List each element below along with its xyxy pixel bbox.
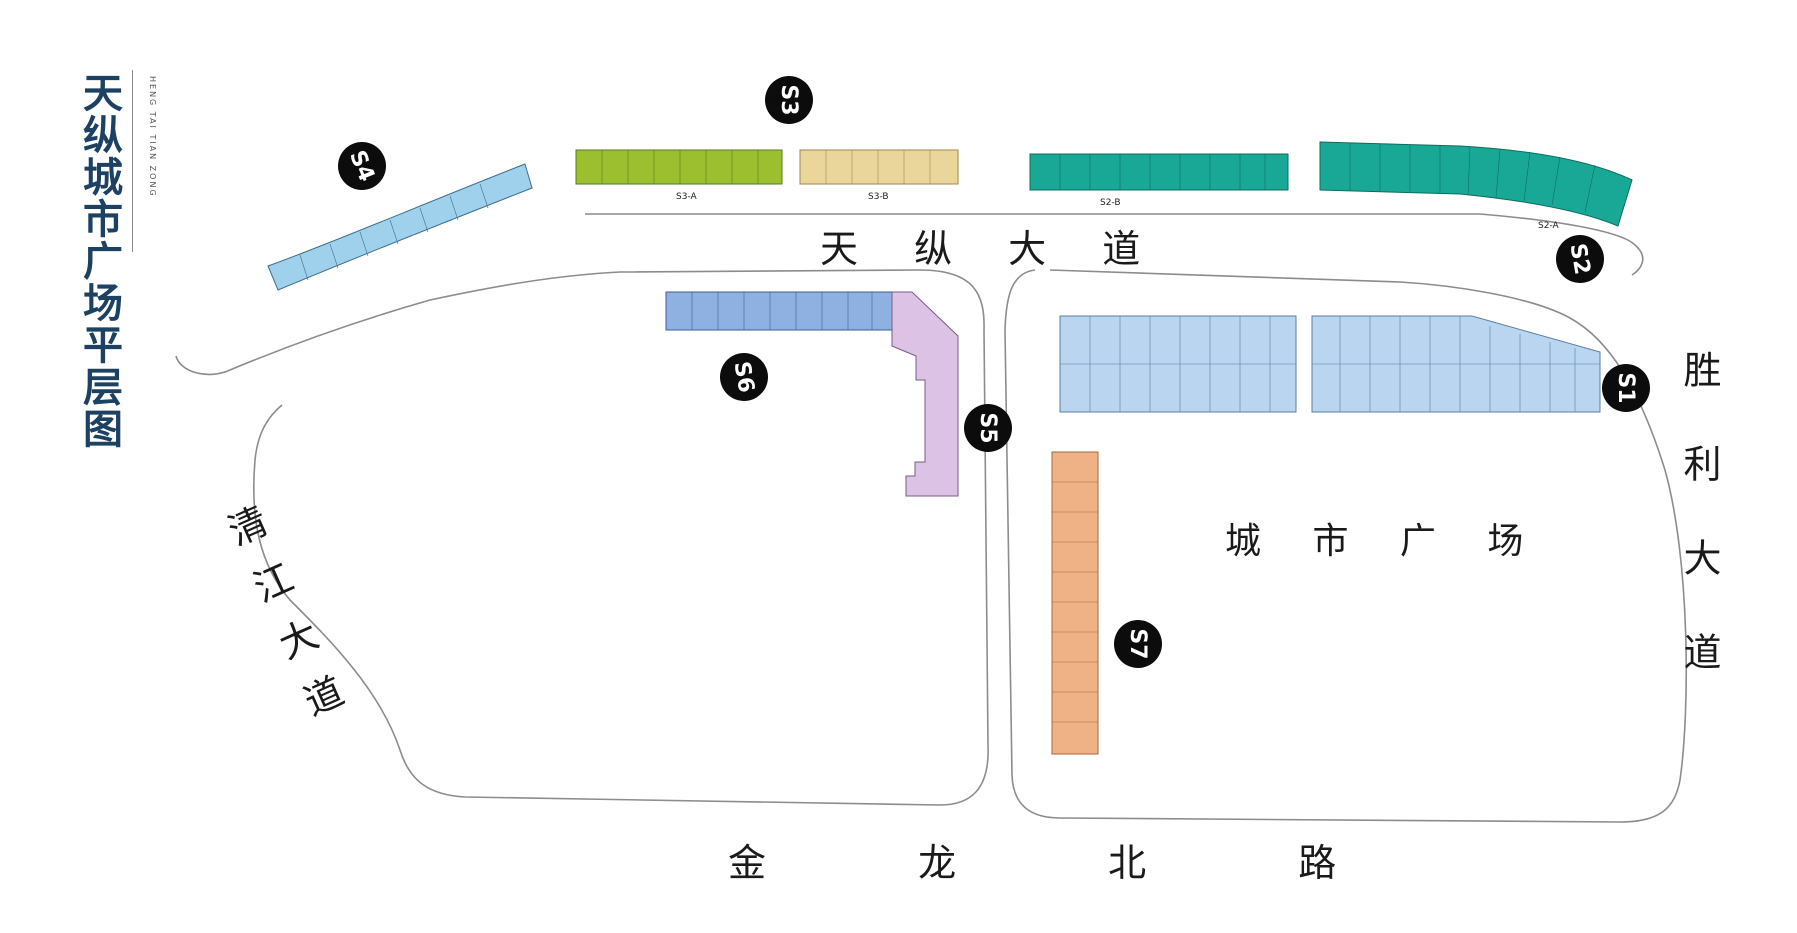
road-label-north: 天 纵 大 道	[820, 227, 1163, 271]
block-S3A-units	[601, 150, 759, 184]
badge-S3[interactable]: S3	[765, 76, 813, 124]
s2a-unit-line	[1467, 146, 1471, 196]
block-S2B[interactable]	[1029, 153, 1289, 191]
block-S3B[interactable]	[799, 149, 959, 185]
road-outlines	[175, 213, 1688, 823]
road-label-south: 金 龙 北 路	[728, 841, 1407, 885]
block-S2B-units	[1059, 154, 1266, 190]
s4-unit-line	[449, 195, 459, 221]
s4-unit-line	[479, 183, 489, 209]
page-title: 天纵城市广场平层图	[76, 72, 123, 450]
s4-unit-line	[389, 219, 399, 245]
label-S2A: S2-A	[1538, 221, 1559, 231]
page-subtitle: HENG TAI TIAN ZONG	[148, 76, 157, 198]
badge-S5[interactable]: S5	[964, 404, 1012, 452]
block-S3B-units	[825, 150, 931, 184]
s2a-unit-line	[1584, 164, 1596, 213]
badge-S7[interactable]: S7	[1114, 620, 1162, 668]
block-S4-units	[299, 183, 489, 281]
badge-S1[interactable]: S1	[1602, 364, 1650, 412]
block-S2A[interactable]	[1319, 141, 1633, 227]
block-S3A[interactable]	[575, 149, 783, 185]
s4-unit-line	[299, 254, 309, 281]
northwest-road-curve	[175, 269, 989, 806]
s2a-unit-line	[1495, 148, 1501, 199]
block-S4[interactable]	[267, 163, 533, 291]
s2a-unit-line	[1523, 151, 1531, 202]
block-S7-units	[1052, 481, 1098, 723]
east-block-edge	[1004, 269, 1688, 823]
s2a-unit-line	[1551, 156, 1561, 206]
block-S5[interactable]	[891, 291, 959, 497]
block-S6[interactable]	[665, 291, 893, 331]
block-S7[interactable]	[1051, 451, 1099, 755]
block-S1-units	[1060, 316, 1600, 412]
label-S3A: S3-A	[676, 192, 697, 202]
road-label-east: 胜 利 大 道	[1677, 350, 1721, 693]
s4-unit-line	[359, 231, 369, 257]
north-road-upper-edge	[585, 213, 1644, 276]
block-S6-units	[691, 292, 873, 330]
label-S2B: S2-B	[1100, 198, 1121, 208]
label-S3B: S3-B	[868, 192, 889, 202]
block-S2A-units	[1349, 143, 1596, 213]
s4-unit-line	[419, 207, 429, 233]
plaza-label: 城 市 广 场	[1225, 521, 1544, 562]
title-divider	[132, 70, 133, 252]
s4-unit-line	[329, 243, 339, 269]
